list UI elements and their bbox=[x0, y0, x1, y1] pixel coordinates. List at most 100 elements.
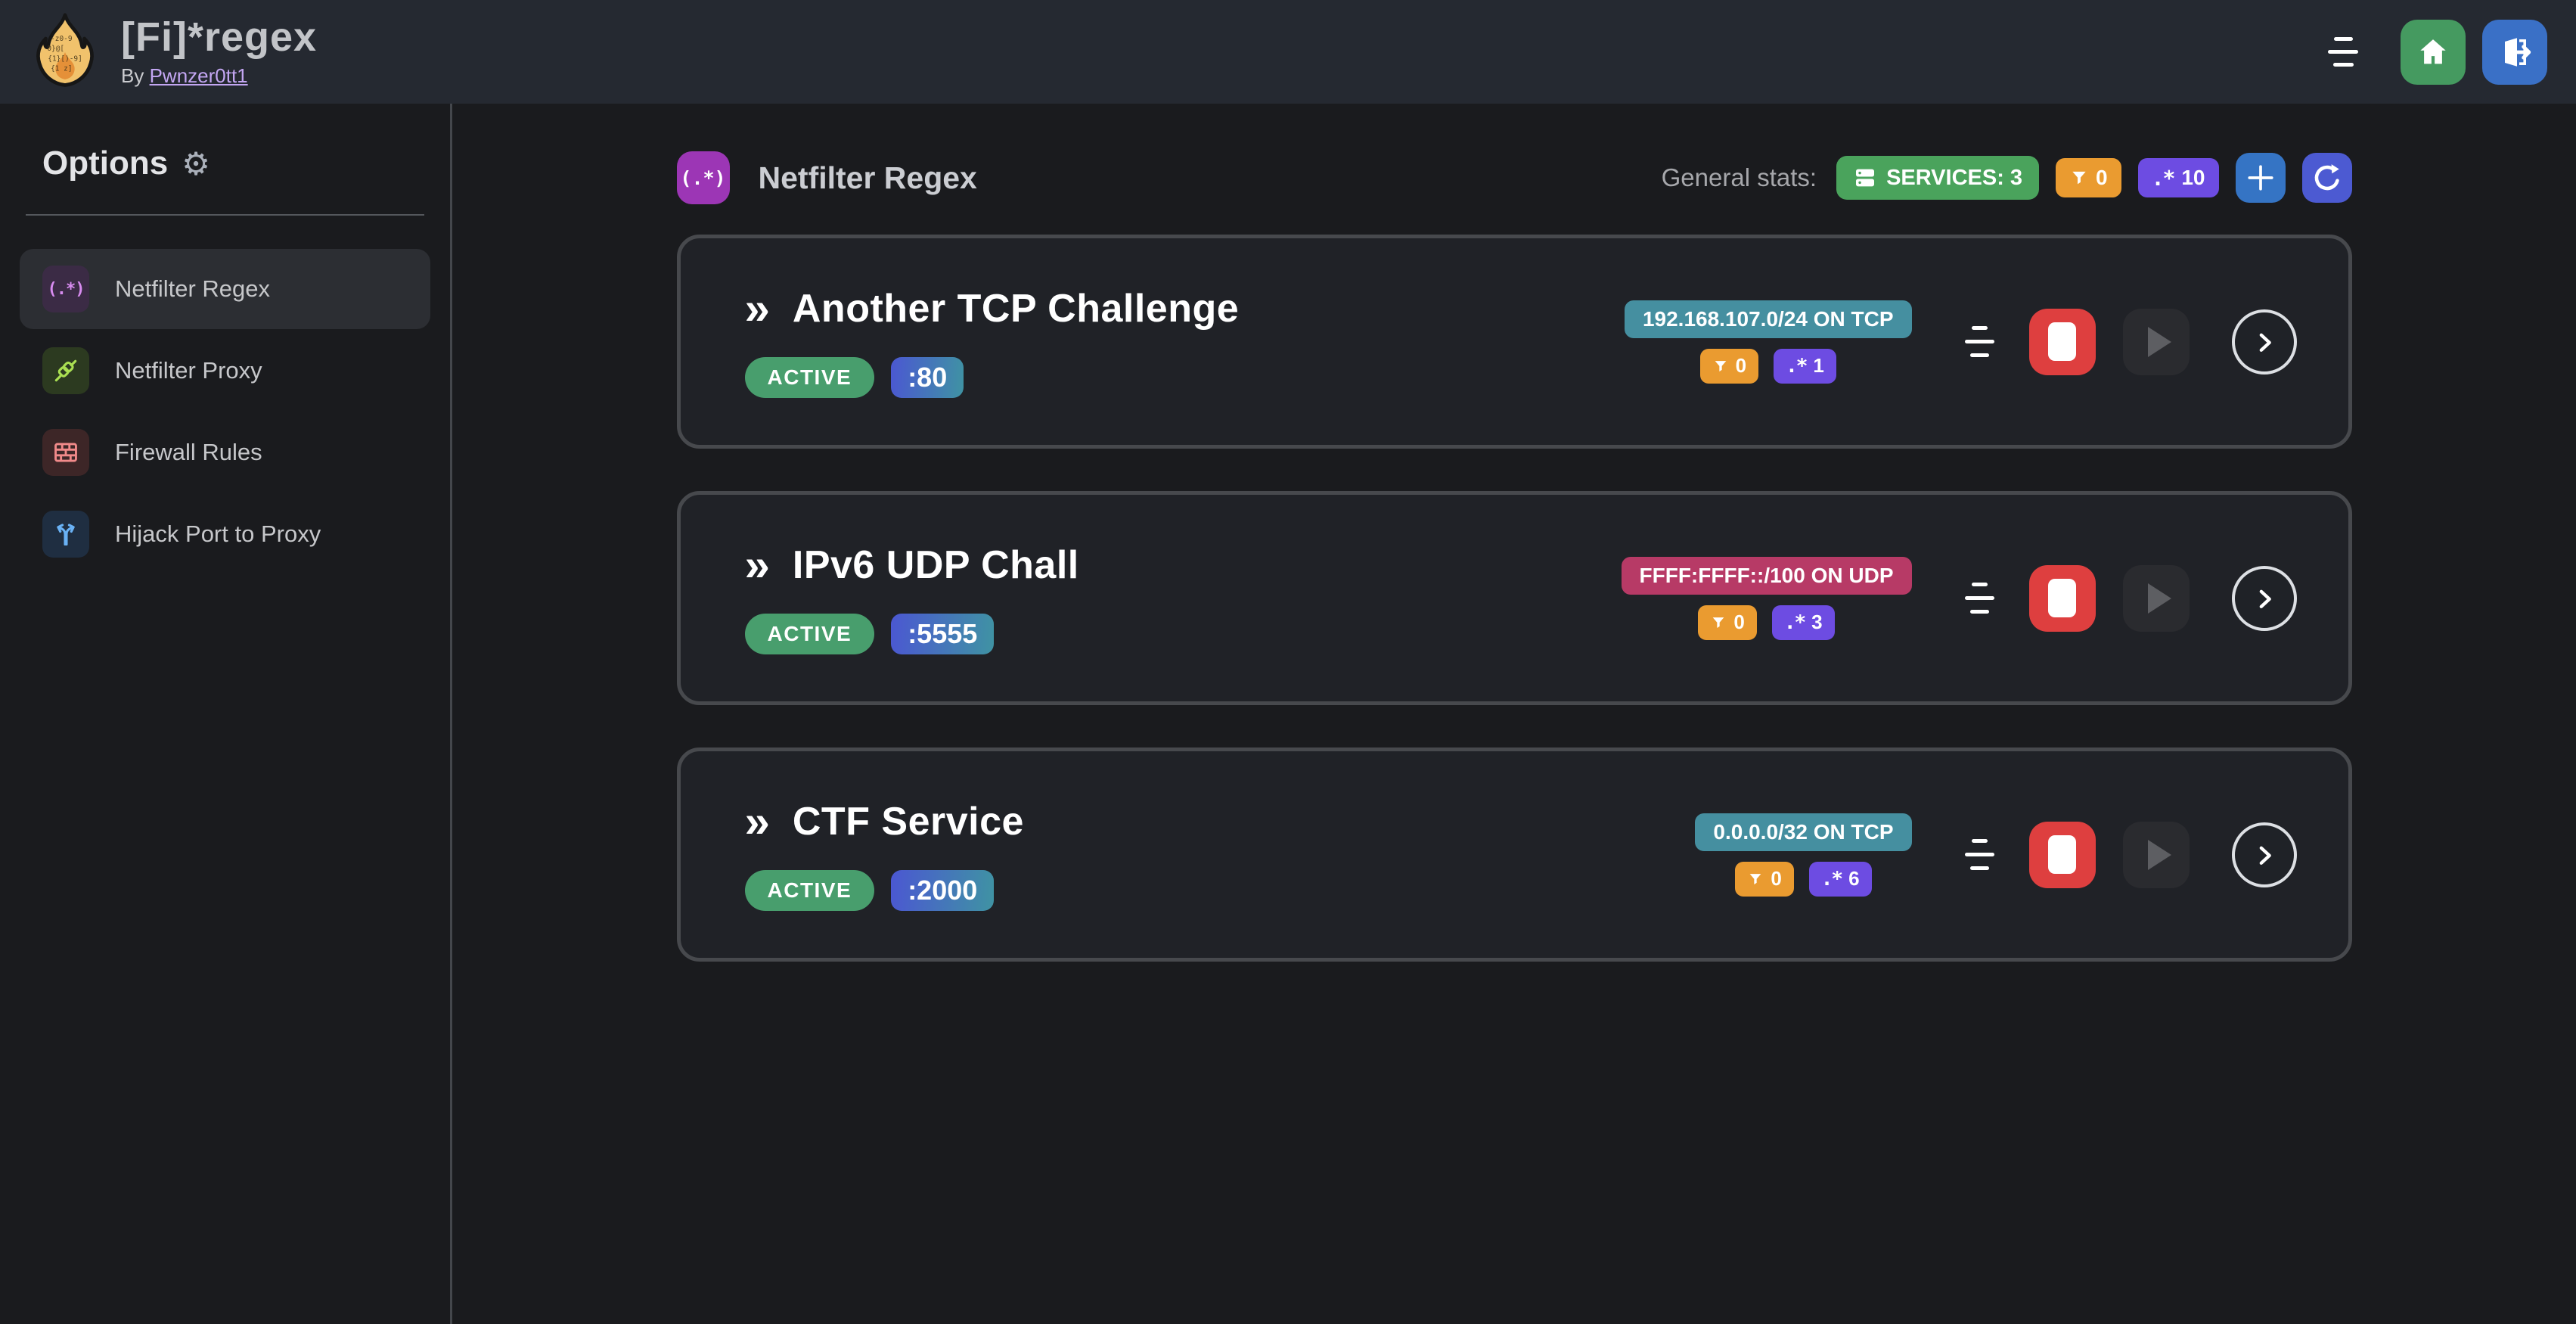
service-details-button[interactable] bbox=[2231, 822, 2297, 887]
sidebar-item-netfilter-proxy[interactable]: Netfilter Proxy bbox=[20, 331, 430, 411]
menu-icon[interactable] bbox=[2328, 37, 2358, 67]
filter-icon bbox=[2072, 171, 2086, 185]
service-name: CTF Service bbox=[792, 799, 1024, 844]
filter-icon bbox=[1749, 873, 1761, 884]
home-button[interactable] bbox=[2401, 19, 2466, 85]
service-card: » Another TCP Challenge ACTIVE :80 192.1… bbox=[676, 235, 2352, 449]
regex-glyph-icon: .* bbox=[1783, 611, 1806, 634]
service-filtered-badge: 0 bbox=[1699, 348, 1759, 384]
section-title: Netfilter Regex bbox=[758, 160, 977, 195]
svg-text:-z0-9: -z0-9 bbox=[51, 34, 73, 42]
main-area: (.*) Netfilter Regex General stats: SERV… bbox=[452, 104, 2576, 1324]
plug-icon bbox=[42, 347, 89, 394]
svg-text:{1 z]: {1 z] bbox=[51, 64, 72, 73]
stop-icon bbox=[2048, 835, 2076, 874]
chevron-right-icon bbox=[2259, 846, 2271, 865]
service-address-badge: 0.0.0.0/32 ON TCP bbox=[1695, 813, 1912, 851]
status-badge: ACTIVE bbox=[744, 356, 875, 398]
app-title-block: [Fi]*regex By Pwnzer0tt1 bbox=[121, 16, 317, 88]
author-link[interactable]: Pwnzer0tt1 bbox=[149, 64, 248, 87]
sidebar-divider bbox=[26, 214, 424, 216]
play-icon bbox=[2148, 583, 2171, 614]
port-badge: :5555 bbox=[891, 613, 995, 654]
service-regex-badge: .* 6 bbox=[1808, 861, 1872, 897]
start-service-button[interactable] bbox=[2122, 821, 2190, 888]
regex-count-badge: .* 10 bbox=[2137, 158, 2219, 197]
svg-text:{1}[)-9]: {1}[)-9] bbox=[48, 54, 82, 63]
services-count-text: SERVICES: 3 bbox=[1886, 165, 2023, 190]
service-card: » IPv6 UDP Chall ACTIVE :5555 FFFF:FFFF:… bbox=[676, 491, 2352, 705]
chevrons-right-icon: » bbox=[744, 282, 770, 334]
filtered-count-badge: 0 bbox=[2056, 158, 2121, 197]
status-badge: ACTIVE bbox=[744, 613, 875, 654]
sidebar-heading-text: Options bbox=[42, 145, 169, 182]
sidebar-item-netfilter-regex[interactable]: (.*) Netfilter Regex bbox=[20, 249, 430, 329]
play-icon bbox=[2148, 839, 2171, 870]
regex-glyph-icon: .* bbox=[1820, 867, 1843, 890]
sidebar-item-firewall-rules[interactable]: Firewall Rules bbox=[20, 412, 430, 493]
stop-icon bbox=[2048, 579, 2076, 617]
service-menu-icon[interactable] bbox=[1964, 326, 1994, 357]
service-card: » CTF Service ACTIVE :2000 0.0.0.0/32 ON… bbox=[676, 747, 2352, 962]
sidebar-item-label: Netfilter Proxy bbox=[115, 357, 262, 384]
sidebar-item-label: Firewall Rules bbox=[115, 439, 262, 465]
start-service-button[interactable] bbox=[2122, 308, 2190, 375]
service-list: » Another TCP Challenge ACTIVE :80 192.1… bbox=[676, 235, 2352, 962]
stop-service-button[interactable] bbox=[2028, 308, 2096, 375]
services-count-badge: SERVICES: 3 bbox=[1836, 156, 2040, 200]
play-icon bbox=[2148, 326, 2171, 357]
logout-button[interactable] bbox=[2482, 19, 2547, 85]
service-name: IPv6 UDP Chall bbox=[792, 542, 1079, 587]
app-title: [Fi]*regex bbox=[121, 14, 318, 61]
sidebar-nav: (.*) Netfilter Regex Netfilter Proxy bbox=[20, 249, 430, 574]
firegex-flame-logo: -z0-9 0}@[ {1}[)-9] {1 z] bbox=[36, 12, 94, 87]
plus-icon bbox=[2247, 165, 2273, 191]
logout-icon bbox=[2505, 37, 2531, 67]
svg-text:0}@[: 0}@[ bbox=[47, 45, 64, 53]
stop-service-button[interactable] bbox=[2028, 564, 2096, 632]
chevron-right-icon bbox=[2259, 589, 2271, 608]
port-badge: :80 bbox=[891, 356, 964, 398]
filter-icon bbox=[1715, 360, 1726, 371]
regex-glyph-icon: .* bbox=[2151, 165, 2176, 191]
service-filtered-badge: 0 bbox=[1698, 605, 1757, 640]
service-address-badge: 192.168.107.0/24 ON TCP bbox=[1624, 300, 1912, 338]
stop-service-button[interactable] bbox=[2028, 821, 2096, 888]
service-regex-badge: .* 3 bbox=[1771, 605, 1835, 640]
header-actions bbox=[2328, 19, 2547, 85]
chevron-right-icon bbox=[2259, 333, 2271, 352]
chevrons-right-icon: » bbox=[744, 539, 770, 590]
refresh-icon bbox=[2314, 164, 2339, 191]
add-service-button[interactable] bbox=[2235, 153, 2286, 203]
sidebar-item-label: Netfilter Regex bbox=[115, 275, 271, 302]
options-sidebar: Options ⚙ (.*) Netfilter Regex bbox=[0, 104, 452, 1324]
app-header: -z0-9 0}@[ {1}[)-9] {1 z] [Fi]*regex By … bbox=[0, 0, 2576, 104]
filter-icon bbox=[1713, 617, 1724, 628]
general-stats: General stats: SERVICES: 3 bbox=[1662, 153, 2352, 203]
service-details-button[interactable] bbox=[2231, 309, 2297, 375]
split-arrows-icon bbox=[42, 511, 89, 558]
regex-icon: (.*) bbox=[42, 266, 89, 312]
service-details-button[interactable] bbox=[2231, 565, 2297, 631]
service-regex-badge: .* 1 bbox=[1774, 348, 1836, 384]
status-badge: ACTIVE bbox=[744, 869, 875, 911]
service-menu-icon[interactable] bbox=[1964, 583, 1994, 614]
sidebar-item-label: Hijack Port to Proxy bbox=[115, 521, 321, 547]
home-icon bbox=[2420, 39, 2446, 64]
server-icon bbox=[1856, 169, 1875, 187]
regex-section-icon: (.*) bbox=[676, 151, 730, 204]
service-address-badge: FFFF:FFFF::/100 ON UDP bbox=[1621, 556, 1912, 595]
sidebar-heading: Options ⚙ bbox=[42, 145, 450, 182]
regex-glyph-icon: .* bbox=[1786, 354, 1808, 378]
service-filtered-badge: 0 bbox=[1735, 861, 1794, 897]
byline-prefix: By bbox=[121, 64, 144, 87]
gear-icon: ⚙ bbox=[182, 145, 210, 182]
chevrons-right-icon: » bbox=[744, 795, 770, 847]
sidebar-item-hijack-port[interactable]: Hijack Port to Proxy bbox=[20, 494, 430, 574]
start-service-button[interactable] bbox=[2122, 564, 2190, 632]
service-menu-icon[interactable] bbox=[1964, 839, 1994, 870]
section-header: (.*) Netfilter Regex General stats: SERV… bbox=[676, 151, 2352, 204]
refresh-button[interactable] bbox=[2301, 153, 2352, 203]
stats-label: General stats: bbox=[1661, 163, 1817, 191]
service-name: Another TCP Challenge bbox=[792, 286, 1240, 331]
